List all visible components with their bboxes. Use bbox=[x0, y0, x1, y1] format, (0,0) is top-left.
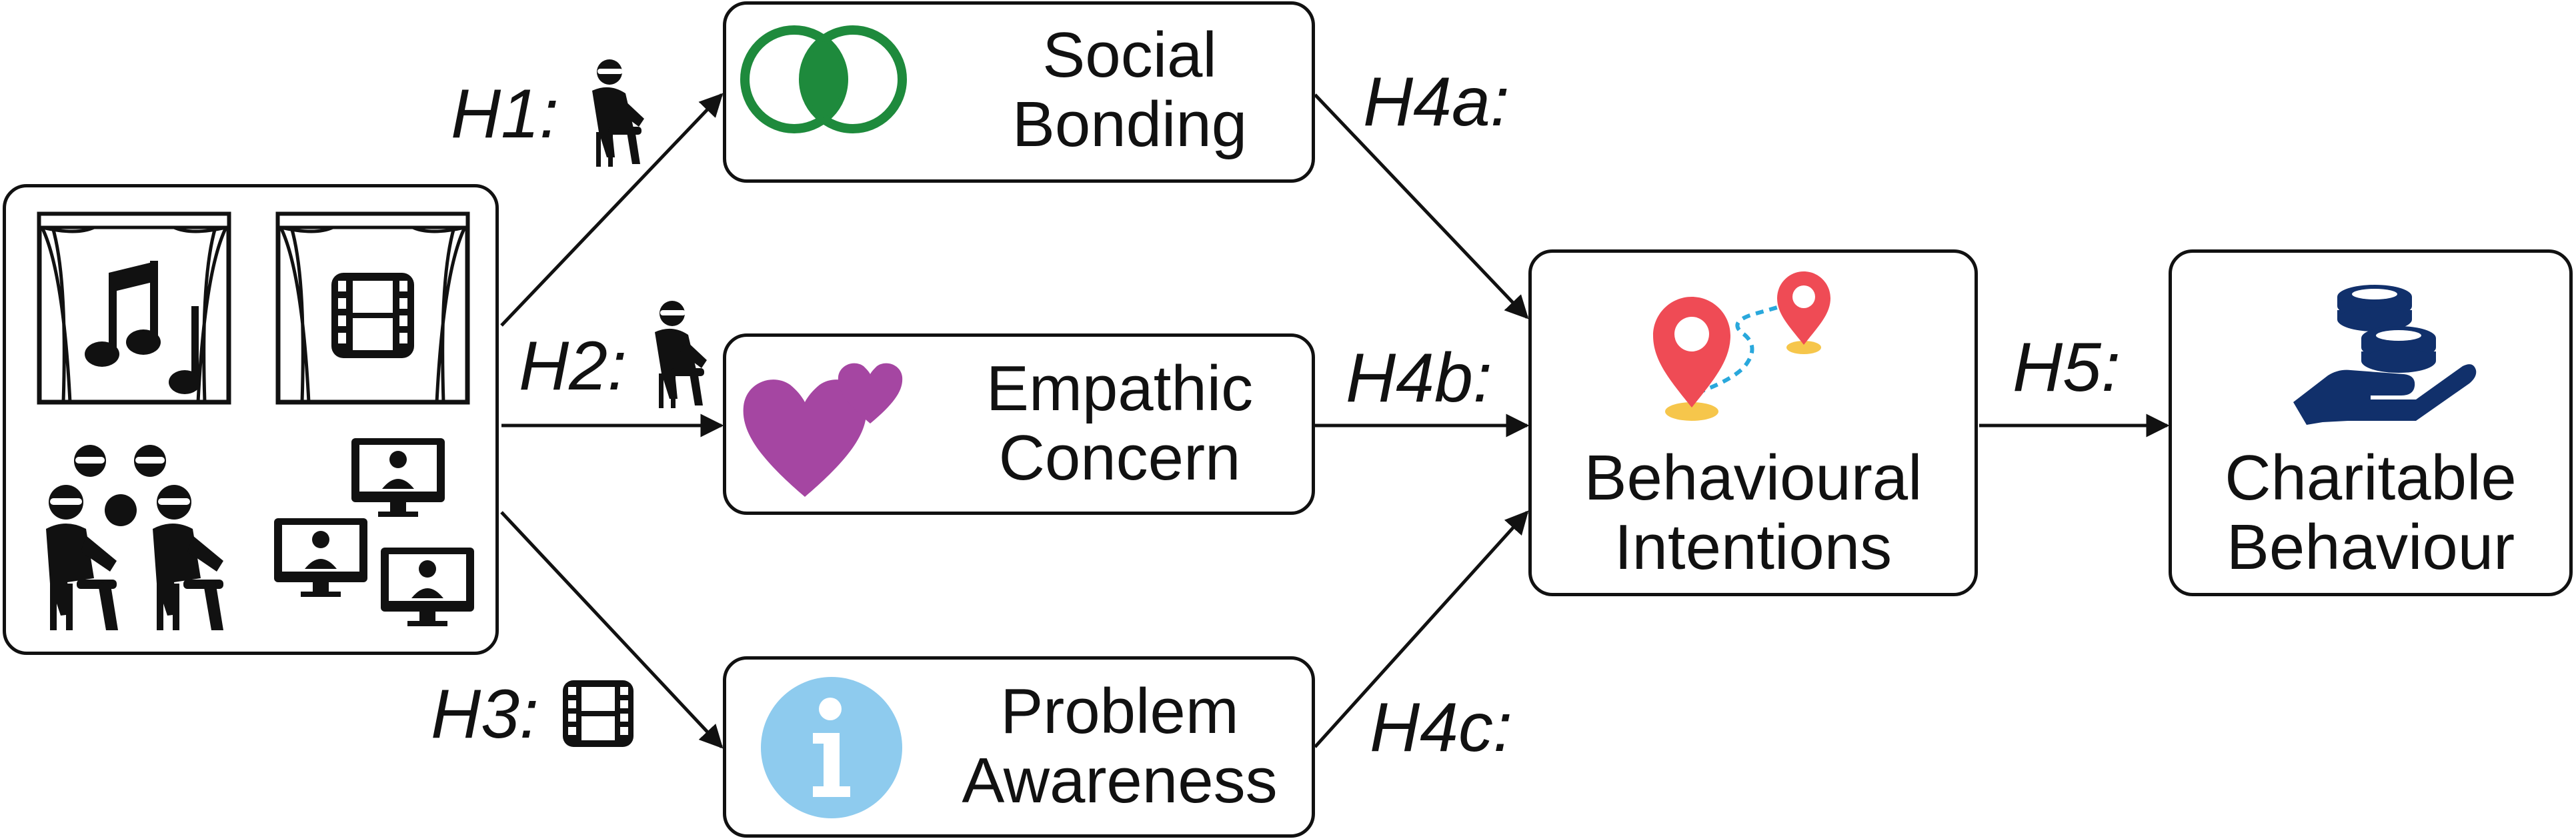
behavioural-intentions-label: Behavioural Intentions bbox=[1584, 442, 1922, 583]
hypothesis-h2-label: H2: bbox=[519, 327, 627, 405]
hypothesis-h4b-label: H4b: bbox=[1346, 339, 1492, 417]
seated-person-icon bbox=[592, 59, 644, 167]
hand-coins-icon bbox=[2293, 285, 2477, 425]
arrow-h4a bbox=[1314, 93, 1529, 319]
social-bonding-label: Social Bonding bbox=[1012, 19, 1248, 160]
problem-awareness-label: Problem Awareness bbox=[962, 676, 1278, 816]
empathic-concern-label: Empathic Concern bbox=[986, 353, 1254, 494]
online-screens-icon bbox=[274, 438, 474, 626]
hypothesis-h3-label: H3: bbox=[431, 676, 539, 753]
film-icon bbox=[563, 680, 633, 747]
hypothesis-h4a-label: H4a: bbox=[1363, 63, 1510, 141]
hypothesis-h1-label: H1: bbox=[451, 75, 559, 153]
problem-awareness-box: Problem Awareness bbox=[723, 656, 1315, 838]
overlapping-circles-icon bbox=[740, 25, 907, 133]
map-pins-icon bbox=[1653, 271, 1830, 421]
audience-group-icon bbox=[46, 445, 223, 630]
hearts-icon bbox=[743, 363, 903, 497]
charitable-behaviour-box: Charitable Behaviour bbox=[2169, 249, 2573, 596]
info-icon bbox=[761, 677, 902, 818]
arrow-h4c bbox=[1314, 510, 1529, 748]
behavioural-intentions-box: Behavioural Intentions bbox=[1528, 249, 1978, 596]
empathic-concern-box: Empathic Concern bbox=[723, 333, 1315, 515]
hypothesis-h4c-label: H4c: bbox=[1370, 689, 1512, 766]
hypothesis-h5-label: H5: bbox=[2013, 329, 2121, 406]
theatre-music-icon bbox=[37, 211, 231, 405]
engagement-source-box bbox=[3, 184, 499, 655]
seated-person-icon bbox=[655, 301, 707, 408]
arrow-h3 bbox=[500, 511, 724, 749]
charitable-behaviour-label: Charitable Behaviour bbox=[2225, 442, 2517, 583]
social-bonding-box: Social Bonding bbox=[723, 1, 1315, 183]
theatre-film-icon bbox=[275, 211, 470, 405]
arrow-h1 bbox=[500, 93, 724, 327]
